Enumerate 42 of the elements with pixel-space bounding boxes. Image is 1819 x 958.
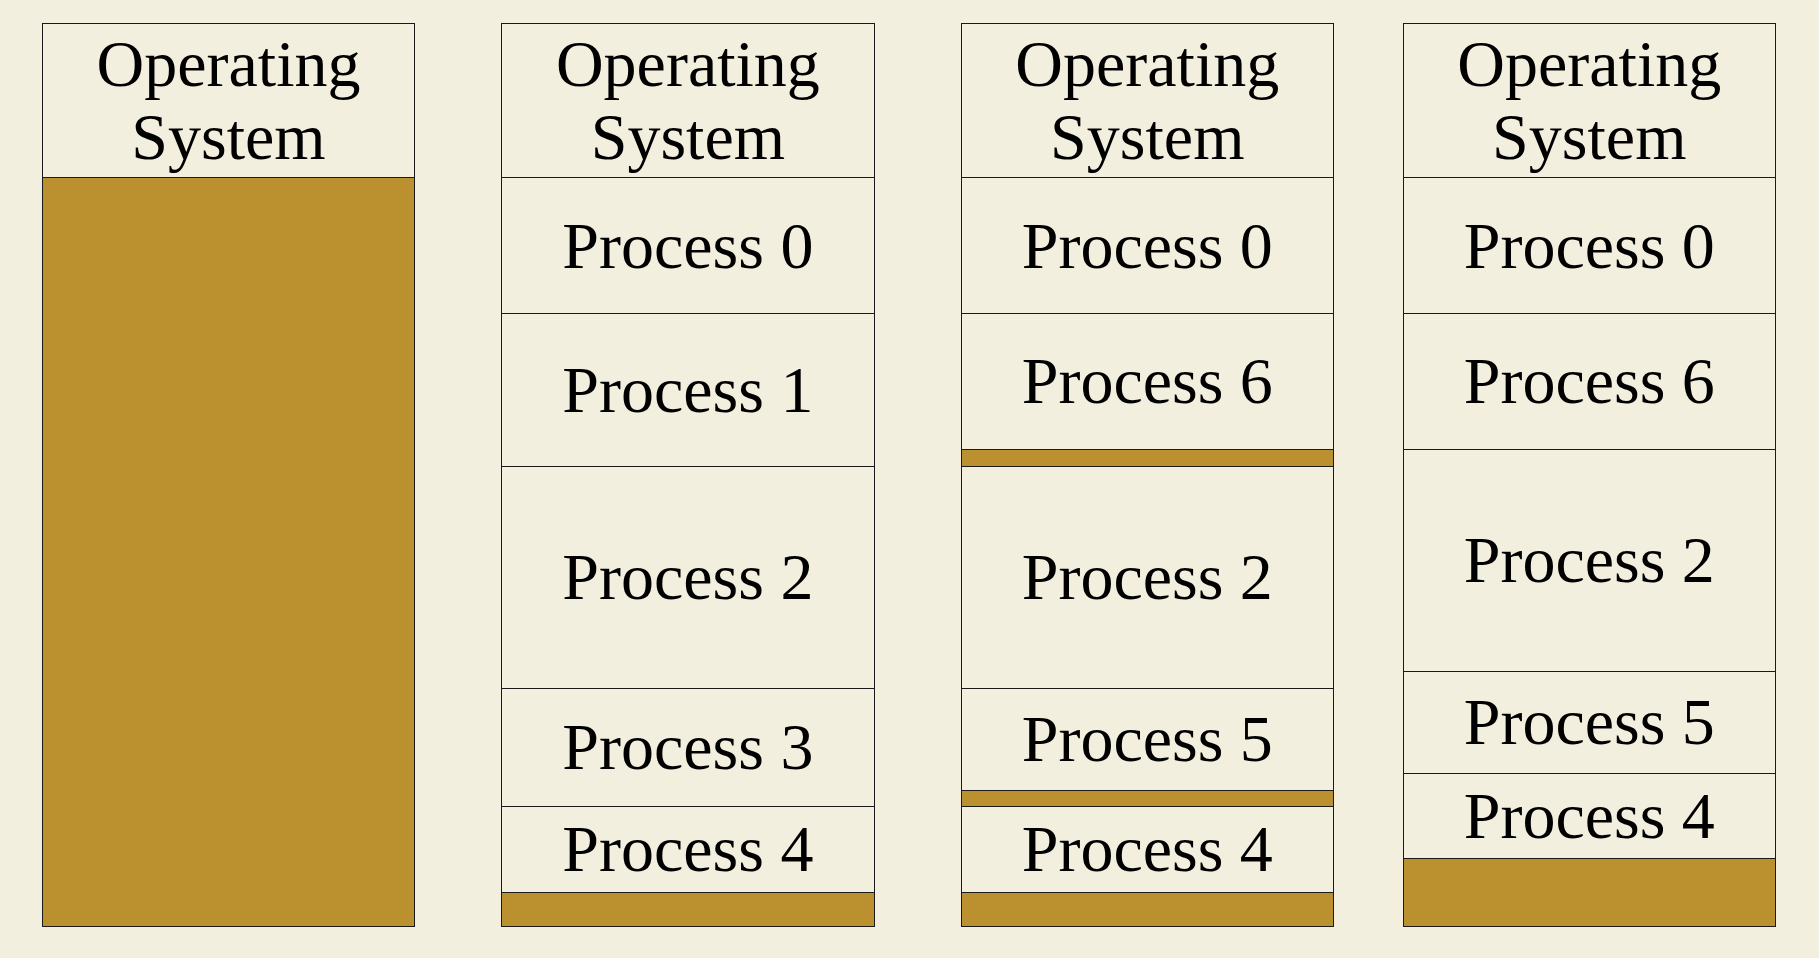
block-label: Process 1	[562, 354, 814, 427]
process-block	[960, 806, 1335, 894]
block-label: Operating System	[1014, 28, 1281, 174]
os-block	[960, 23, 1335, 179]
block-label: Process 4	[1021, 813, 1273, 886]
block-label: Process 5	[1463, 685, 1715, 759]
process-block	[501, 806, 875, 894]
process-block	[1402, 772, 1777, 860]
block-label: Process 0	[1021, 209, 1273, 283]
block-label: Process 0	[1463, 209, 1715, 283]
process-block	[960, 313, 1335, 450]
process-block	[960, 466, 1335, 689]
os-block	[1402, 23, 1777, 179]
process-block	[1402, 313, 1777, 450]
block-label: Process 6	[1463, 345, 1715, 418]
block-label: Process 2	[1463, 523, 1715, 597]
block-label: Operating System	[554, 28, 821, 174]
block-label: Process 3	[562, 711, 814, 784]
os-block	[501, 23, 875, 179]
process-block	[501, 313, 875, 468]
free-memory-block	[960, 892, 1335, 927]
process-block	[501, 687, 875, 808]
block-label: Process 0	[562, 209, 814, 283]
process-block	[1402, 448, 1777, 672]
block-label: Process 4	[562, 813, 814, 886]
process-block	[960, 687, 1335, 791]
free-memory-block	[501, 892, 875, 927]
process-block	[501, 177, 875, 315]
os-block	[41, 23, 416, 179]
process-block	[1402, 177, 1777, 315]
block-label: Process 4	[1463, 779, 1715, 853]
block-label: Process 6	[1021, 345, 1273, 418]
process-block	[1402, 670, 1777, 774]
block-label: Process 2	[1021, 541, 1273, 614]
process-block	[960, 177, 1335, 315]
block-label: Process 5	[1021, 703, 1273, 776]
free-memory-block	[41, 177, 416, 927]
block-label: Process 2	[562, 541, 814, 614]
process-block	[501, 466, 875, 689]
free-memory-block	[1402, 858, 1777, 927]
block-label: Operating System	[1456, 28, 1723, 174]
block-label: Operating System	[95, 28, 362, 174]
